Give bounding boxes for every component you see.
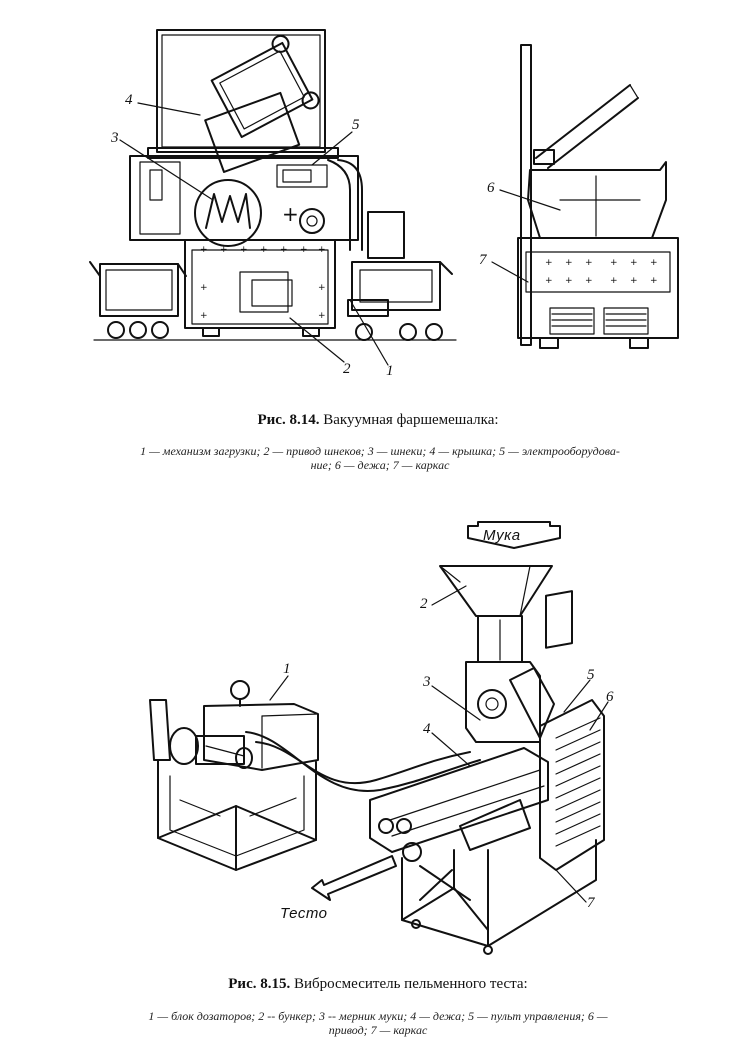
svg-text:+: + [200, 283, 208, 293]
fig15-label-2: 2 [420, 596, 428, 612]
svg-text:+: + [220, 245, 228, 255]
figure-8-15-name: Вибросмеситель пельменного теста: [290, 976, 528, 992]
fig15-label-7: 7 [587, 895, 595, 911]
fig15-label-3: 3 [423, 674, 431, 690]
svg-text:+: + [200, 311, 208, 321]
flour-label: Мука [483, 527, 521, 544]
svg-text:+: + [318, 311, 326, 321]
fig14-label-7: 7 [479, 252, 487, 268]
figure-8-15-legend-line-2: привод; 7 — каркас [328, 1023, 428, 1037]
svg-text:+: + [565, 276, 573, 286]
figure-8-15-legend: 1 — блок дозаторов; 2 -- бункер; 3 -- ме… [40, 1009, 716, 1037]
figure-8-15-legend-line-1: 1 — блок дозаторов; 2 -- бункер; 3 -- ме… [148, 1009, 608, 1023]
svg-text:+: + [610, 258, 618, 268]
svg-text:+: + [200, 245, 208, 255]
fig15-label-6: 6 [606, 689, 614, 705]
figure-8-14-legend-line-2: ние; 6 — дежа; 7 — каркас [310, 458, 450, 472]
svg-text:+: + [318, 245, 326, 255]
svg-text:+: + [630, 258, 638, 268]
figure-8-14-legend-line-1: 1 — механизм загрузки; 2 — привод шнеков… [140, 444, 620, 458]
fig14-label-6: 6 [487, 180, 495, 196]
svg-text:+: + [545, 276, 553, 286]
dough-label: Тесто [280, 905, 328, 922]
figure-8-14-title: Рис. 8.14. Вакуумная фаршемешалка: [0, 411, 756, 429]
svg-text:+: + [650, 258, 658, 268]
svg-text:+: + [240, 245, 248, 255]
svg-text:+: + [585, 258, 593, 268]
svg-text:+: + [565, 258, 573, 268]
figure-8-14-name: Вакуумная фаршемешалка: [319, 412, 499, 428]
svg-text:+: + [585, 276, 593, 286]
fig14-label-4: 4 [125, 92, 133, 108]
figure-8-14-number: Рис. 8.14. [257, 412, 320, 428]
svg-text:+: + [630, 276, 638, 286]
svg-text:+: + [282, 202, 299, 226]
fig14-label-3: 3 [111, 130, 119, 146]
fig14-label-5: 5 [352, 117, 360, 133]
svg-text:+: + [300, 245, 308, 255]
figure-8-14-legend: 1 — механизм загрузки; 2 — привод шнеков… [40, 444, 720, 472]
figure-8-15-number: Рис. 8.15. [228, 976, 291, 992]
svg-text:+: + [545, 258, 553, 268]
fig14-label-2: 2 [343, 361, 351, 377]
fig15-label-1: 1 [283, 661, 291, 677]
svg-text:+: + [260, 245, 268, 255]
svg-text:+: + [280, 245, 288, 255]
figure-8-15-drawing [0, 500, 756, 960]
figure-8-15-title: Рис. 8.15. Вибросмеситель пельменного те… [0, 975, 756, 993]
svg-text:+: + [318, 283, 326, 293]
figure-8-14-drawing: + + + + + + + + + + + + + + + + + + + + + + + + [0, 0, 756, 400]
fig14-label-1: 1 [386, 363, 394, 379]
svg-text:+: + [610, 276, 618, 286]
fig15-label-4: 4 [423, 721, 431, 737]
fig15-label-5: 5 [587, 667, 595, 683]
svg-text:+: + [650, 276, 658, 286]
